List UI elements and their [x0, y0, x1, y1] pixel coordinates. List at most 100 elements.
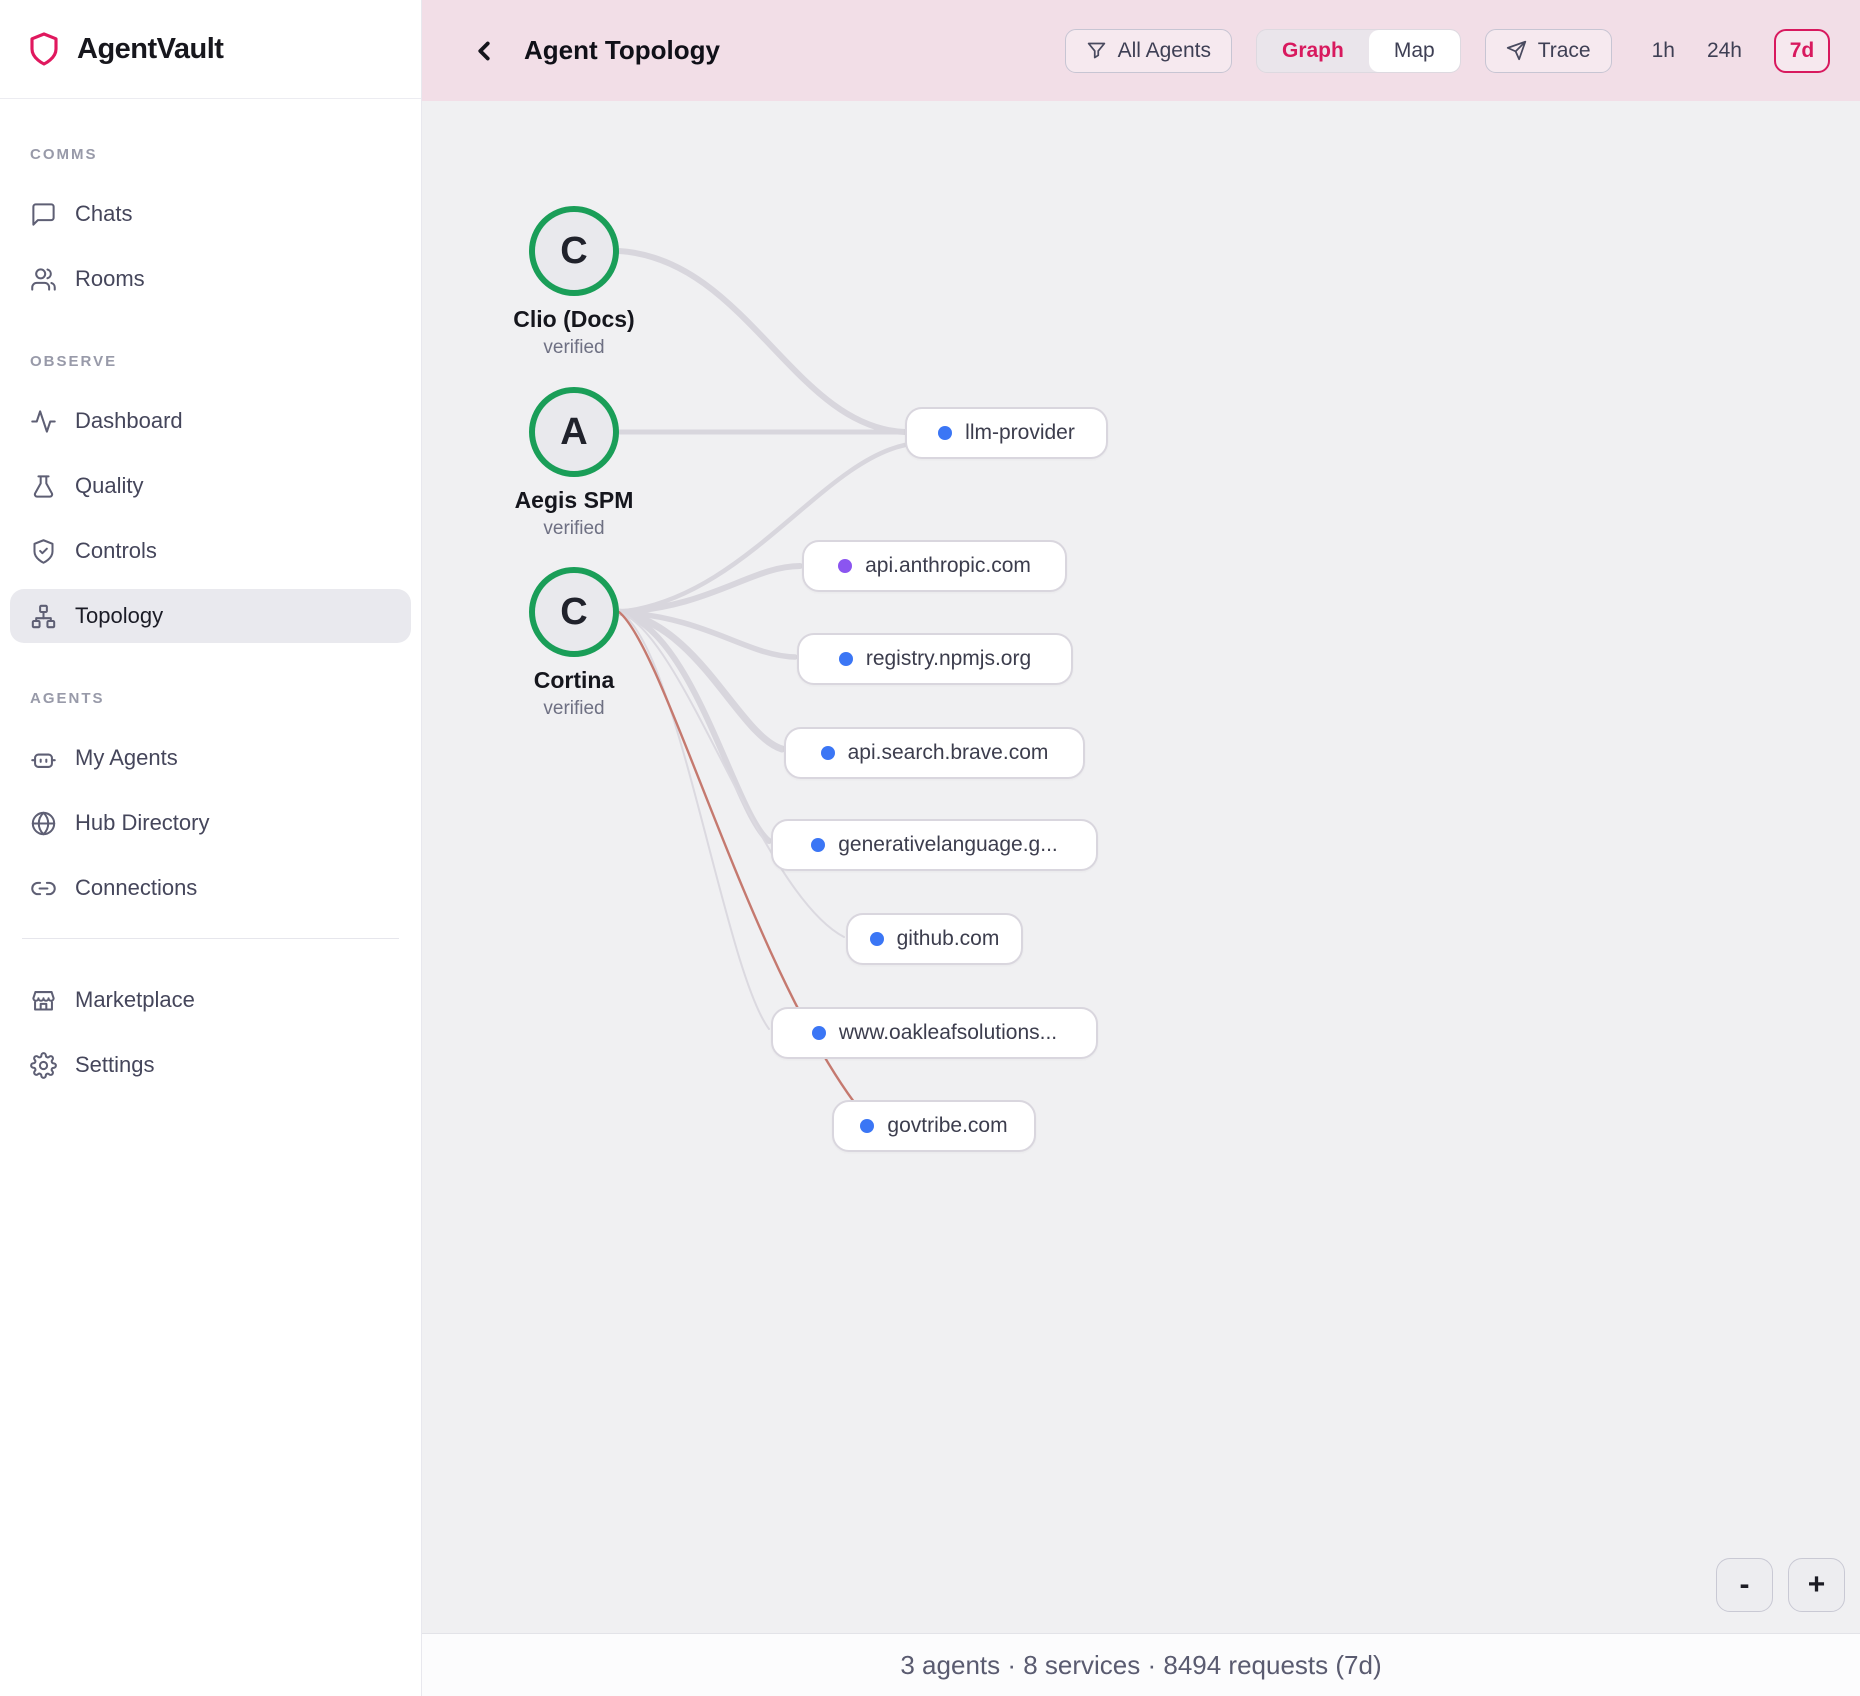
flask-icon	[30, 473, 57, 500]
service-label: api.anthropic.com	[865, 554, 1031, 577]
service-dot-icon	[938, 426, 953, 440]
sidebar-item-label: Rooms	[75, 266, 145, 291]
sidebar-item-label: Hub Directory	[75, 810, 210, 835]
filter-agents-button[interactable]: All Agents	[1064, 28, 1232, 73]
sidebar-item-label: Topology	[75, 603, 164, 628]
service-label: govtribe.com	[887, 1114, 1008, 1137]
agent-status-badge: verified	[543, 518, 605, 539]
service-node-api-anthropic-com[interactable]: api.anthropic.com	[802, 540, 1067, 592]
time-range-7d[interactable]: 7d	[1774, 28, 1830, 73]
sidebar-item-label: Settings	[75, 1052, 155, 1077]
status-text: 3 agents · 8 services · 8494 requests (7…	[900, 1649, 1382, 1680]
status-bar: 3 agents · 8 services · 8494 requests (7…	[422, 1633, 1860, 1696]
service-label: api.search.brave.com	[847, 741, 1049, 764]
edge-cortina-brave	[615, 608, 786, 753]
sidebar-item-dashboard[interactable]: Dashboard	[10, 394, 411, 448]
service-dot-icon	[820, 746, 835, 760]
edge-cortina-npmjs	[616, 609, 798, 660]
send-icon	[1506, 40, 1526, 61]
trace-button[interactable]: Trace	[1484, 28, 1612, 73]
link-icon	[30, 875, 57, 902]
edge-cortina-github	[618, 611, 845, 938]
edge-clio-llm-provider	[616, 248, 908, 435]
sidebar-item-settings[interactable]: Settings	[10, 1038, 411, 1092]
page-title: Agent Topology	[524, 35, 720, 65]
service-node-registry-npmjs-org[interactable]: registry.npmjs.org	[797, 633, 1073, 685]
sidebar-section-observe: OBSERVE	[30, 353, 118, 370]
sidebar-item-label: Marketplace	[75, 987, 195, 1012]
sidebar-item-label: My Agents	[75, 745, 178, 770]
edge-layer	[615, 248, 908, 1104]
sidebar-item-hub-directory[interactable]: Hub Directory	[10, 796, 411, 850]
brand: AgentVault	[0, 0, 421, 99]
edge-cortina-oakleafsolutions	[618, 611, 770, 1030]
time-range-1h[interactable]: 1h	[1651, 38, 1675, 62]
sidebar-item-label: Connections	[75, 875, 198, 900]
brand-name: AgentVault	[77, 32, 224, 65]
service-label: generativelanguage.g...	[838, 833, 1058, 856]
agent-name: Clio (Docs)	[513, 306, 635, 332]
edge-cortina-llm-provider	[616, 442, 908, 615]
store-icon	[30, 987, 57, 1014]
sidebar-item-controls[interactable]: Controls	[10, 524, 411, 578]
sidebar-item-topology[interactable]: Topology	[10, 589, 411, 643]
sidebar-item-my-agents[interactable]: My Agents	[10, 731, 411, 785]
zoom-out-button[interactable]: -	[1716, 1558, 1773, 1612]
service-dot-icon	[860, 1119, 875, 1133]
service-node-www-oakleafsolutions[interactable]: www.oakleafsolutions...	[771, 1007, 1098, 1059]
service-dot-icon	[838, 559, 853, 573]
agent-circle-clio-docs[interactable]: C	[529, 206, 619, 296]
sidebar-item-connections[interactable]: Connections	[10, 861, 411, 915]
agent-circle-cortina[interactable]: C	[529, 567, 619, 657]
agent-node-clio-docs: C Clio (Docs) verified	[444, 206, 704, 359]
service-node-llm-provider[interactable]: llm-provider	[905, 407, 1108, 459]
zoom-controls: - +	[1716, 1558, 1845, 1612]
users-icon	[30, 266, 57, 293]
service-label: llm-provider	[965, 421, 1075, 444]
sidebar-item-label: Dashboard	[75, 408, 183, 433]
service-node-govtribe-com[interactable]: govtribe.com	[832, 1100, 1036, 1152]
service-dot-icon	[811, 838, 826, 852]
robot-icon	[30, 745, 57, 772]
globe-icon	[30, 810, 57, 837]
view-toggle-map[interactable]: Map	[1368, 29, 1460, 72]
filter-agents-label: All Agents	[1117, 38, 1211, 62]
sidebar-item-label: Controls	[75, 538, 157, 563]
chat-icon	[30, 201, 57, 228]
shield-check-icon	[30, 538, 57, 565]
service-dot-icon	[811, 1026, 826, 1040]
time-range-24h[interactable]: 24h	[1706, 38, 1742, 62]
funnel-icon	[1087, 42, 1105, 59]
agent-status-badge: verified	[543, 337, 605, 358]
agent-status-badge: verified	[543, 698, 605, 719]
agent-circle-aegis-spm[interactable]: A	[529, 387, 619, 477]
view-toggle-graph[interactable]: Graph	[1257, 30, 1369, 72]
service-node-generativelanguage-g[interactable]: generativelanguage.g...	[771, 819, 1098, 871]
sidebar-divider	[22, 938, 399, 939]
sidebar-section-comms: COMMS	[30, 146, 98, 163]
back-button[interactable]	[462, 29, 506, 73]
service-label: www.oakleafsolutions...	[838, 1021, 1058, 1044]
edge-cortina-anthropic	[616, 563, 803, 615]
sidebar-item-quality[interactable]: Quality	[10, 459, 411, 513]
sidebar-item-marketplace[interactable]: Marketplace	[10, 973, 411, 1027]
chevron-left-icon	[478, 41, 490, 60]
sidebar-section-agents: AGENTS	[30, 690, 105, 707]
sidebar-item-chats[interactable]: Chats	[10, 187, 411, 241]
service-node-github-com[interactable]: github.com	[846, 913, 1023, 965]
shield-logo-icon	[26, 31, 62, 67]
agent-node-aegis-spm: A Aegis SPM verified	[444, 387, 704, 540]
service-label: github.com	[896, 927, 1000, 950]
service-node-api-search-brave-com[interactable]: api.search.brave.com	[784, 727, 1085, 779]
sidebar-item-label: Chats	[75, 201, 133, 226]
agent-name: Aegis SPM	[514, 487, 634, 513]
zoom-in-button[interactable]: +	[1788, 1558, 1845, 1612]
sidebar-item-rooms[interactable]: Rooms	[10, 252, 411, 306]
sitemap-icon	[30, 603, 57, 630]
